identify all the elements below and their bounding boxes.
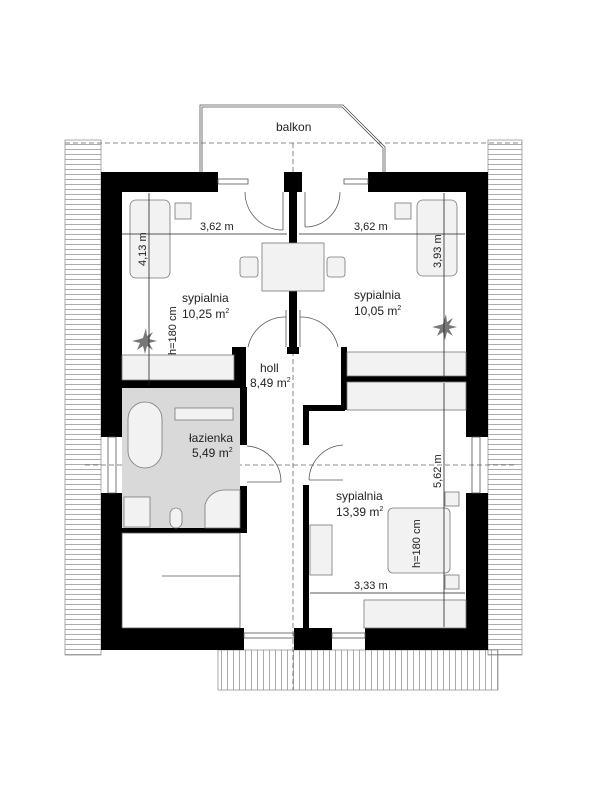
roof-right (487, 139, 523, 656)
furniture (121, 199, 467, 629)
svg-text:sypialnia: sypialnia (182, 291, 229, 305)
room-bedroom-3: sypialnia 13,39 m2 (336, 489, 383, 519)
plant-icon (132, 328, 157, 354)
svg-text:8,49 m2: 8,49 m2 (250, 376, 291, 390)
dimension-bed3-width: 3,33 m (354, 580, 388, 592)
dimension-bed3-depth: 5,62 m (432, 454, 444, 488)
windows (107, 178, 481, 639)
plant-icon (432, 314, 457, 340)
dimension-bed2-width: 3,62 m (354, 221, 388, 233)
height-left: h=180 cm (167, 306, 179, 355)
svg-text:holl: holl (260, 361, 279, 375)
dimension-bed1-depth: 4,13 m (137, 232, 149, 266)
svg-text:łazienka: łazienka (189, 431, 233, 445)
room-hall: holl 8,49 m2 (250, 361, 291, 390)
dimension-lines (122, 193, 465, 627)
room-bathroom: łazienka 5,49 m2 (189, 431, 233, 460)
svg-text:10,05 m2: 10,05 m2 (354, 304, 401, 318)
dimension-bed1-width: 3,62 m (200, 221, 234, 233)
stairs (121, 532, 241, 629)
roof-left (64, 139, 102, 656)
svg-text:5,49 m2: 5,49 m2 (192, 446, 233, 460)
svg-text:10,25 m2: 10,25 m2 (182, 307, 229, 321)
room-bedroom-1: sypialnia 10,25 m2 (182, 291, 229, 321)
roof-bottom (217, 649, 499, 691)
svg-text:sypialnia: sypialnia (354, 288, 401, 302)
svg-text:sypialnia: sypialnia (336, 489, 383, 503)
exterior-walls (101, 172, 488, 650)
svg-text:13,39 m2: 13,39 m2 (336, 505, 383, 519)
balcony-label: balkon (276, 120, 311, 134)
room-bedroom-2: sypialnia 10,05 m2 (354, 288, 401, 318)
height-right: h=180 cm (411, 519, 423, 568)
balcony-railing (199, 104, 386, 172)
dimension-bed2-depth: 3,93 m (432, 234, 444, 268)
doors (244, 191, 344, 483)
